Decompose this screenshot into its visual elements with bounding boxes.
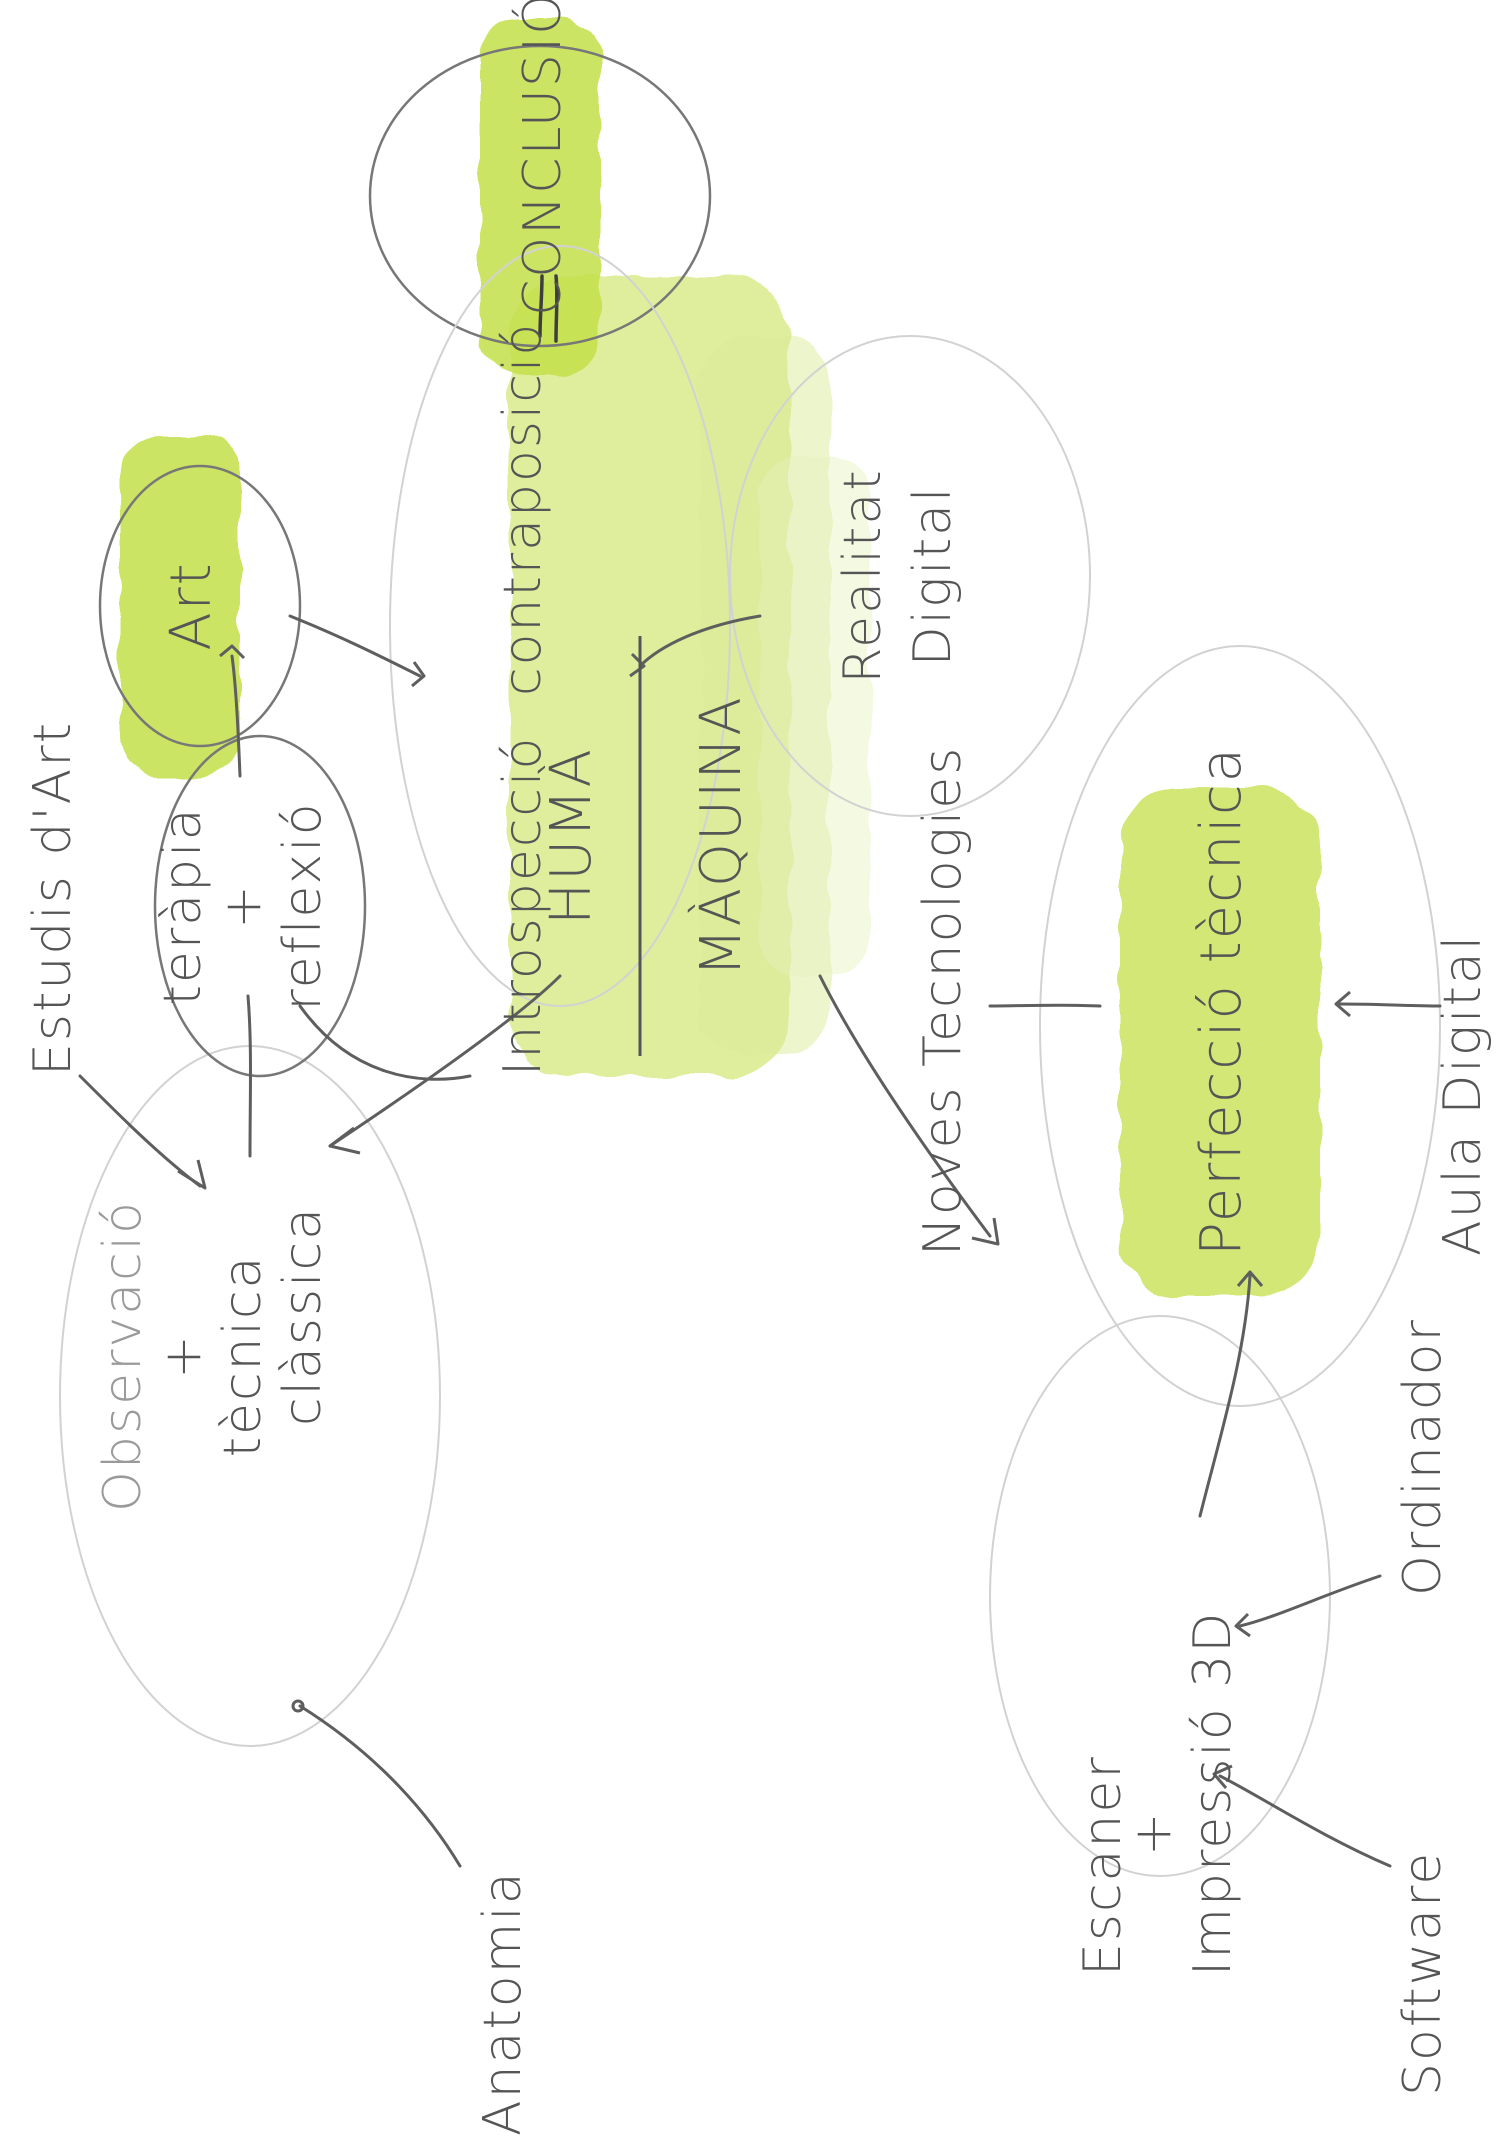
connector-arrowhead-escaner <box>971 1217 1000 1246</box>
connector-arrowhead-realitat <box>629 652 646 678</box>
connector-arrowhead-perfeccio <box>1236 1270 1264 1287</box>
ellipse-terapia <box>153 734 367 1078</box>
label-observacio: Observació <box>93 1200 153 1512</box>
label-reflexio: reflexió <box>273 801 333 1010</box>
connector-anatomia-observacio <box>298 1704 462 1868</box>
label-introspeccio: Introspecció <box>493 736 553 1076</box>
connector-introspeccio-conclusio-2 <box>554 274 559 343</box>
label-software: Software <box>1393 1851 1453 2096</box>
label-realitat: Realitat <box>833 468 893 683</box>
highlight-conclusio <box>480 16 600 376</box>
label-aula-digital: Aula Digital <box>1433 934 1493 1256</box>
connector-arrowhead-estudis <box>177 1159 207 1190</box>
connector-anatomia-dot <box>291 1699 305 1713</box>
ellipse-perfeccio <box>1039 645 1441 1407</box>
label-perfeccio-tecnica: Perfecció tècnica <box>1189 746 1254 1256</box>
label-maquina: MÀQUINA <box>689 695 754 976</box>
connector-terapia-art <box>230 654 242 778</box>
label-anatomia: Anatomia <box>473 1870 533 2136</box>
connector-estudis-observacio <box>78 1074 202 1188</box>
highlight-huma-maquina <box>510 276 870 1076</box>
ellipse-conclusio <box>368 44 712 348</box>
label-contraposicio: contraposició <box>493 322 553 696</box>
connector-software-escaner <box>1218 1774 1392 1868</box>
connector-noves-perfeccio <box>988 1003 1102 1008</box>
label-plus-3: + <box>1123 1810 1183 1856</box>
connector-arrowhead-software <box>1212 1764 1233 1789</box>
ellipse-realitat <box>729 335 1091 817</box>
connector-huma-escaner <box>818 974 992 1238</box>
connector-realitat-introspeccio <box>638 614 762 668</box>
rotated-map-group: HUMÀ MÀQUINA Observació + tècnica clàssi… <box>23 0 1493 2136</box>
connector-escaner-perfeccio <box>1198 1274 1252 1518</box>
ellipse-introspeccio <box>389 245 731 1007</box>
label-huma: HUMÀ <box>539 747 604 925</box>
label-escaner: Escaner <box>1073 1755 1133 1976</box>
connector-observacio-terapia <box>246 994 252 1158</box>
ellipse-escaner <box>989 1315 1331 1877</box>
connector-arrowhead-introspeccio <box>411 661 426 688</box>
label-ordinador: Ordinador <box>1393 1318 1453 1596</box>
label-plus-1: + <box>153 1333 213 1379</box>
label-noves-tecnologies: Noves Tecnologies <box>913 746 973 1256</box>
label-estudis-art: Estudis d'Art <box>23 721 83 1076</box>
label-art: Art <box>159 561 224 650</box>
label-plus-2: + <box>213 883 273 929</box>
label-impressio-3d: Impressió 3D <box>1183 1611 1243 1976</box>
highlight-perfeccio <box>1120 786 1320 1296</box>
connector-arrowhead-observacio <box>328 1126 361 1155</box>
connector-huma-observacio <box>328 974 562 1148</box>
connector-ordinador-escaner <box>1238 1574 1382 1628</box>
connector-arrowhead-ordinador <box>1234 1612 1251 1638</box>
connector-art-introspeccio <box>288 614 422 678</box>
connector-aula-perfeccio <box>1338 1002 1442 1008</box>
ellipse-art <box>98 464 302 748</box>
connector-arrowhead-art <box>219 644 246 660</box>
connector-terapia-introspeccio <box>298 1004 472 1081</box>
connector-introspeccio-conclusio <box>538 274 544 338</box>
highlight-art <box>120 436 240 776</box>
label-classica: clàssica <box>273 1206 333 1426</box>
label-digital-1: Digital <box>903 486 963 667</box>
connector-arrowhead-aula <box>1334 990 1351 1018</box>
label-terapia: teràpia <box>153 807 213 1006</box>
label-conclusio: CONCLUSIÓ <box>511 0 573 316</box>
label-tecnica: tècnica <box>213 1255 273 1458</box>
